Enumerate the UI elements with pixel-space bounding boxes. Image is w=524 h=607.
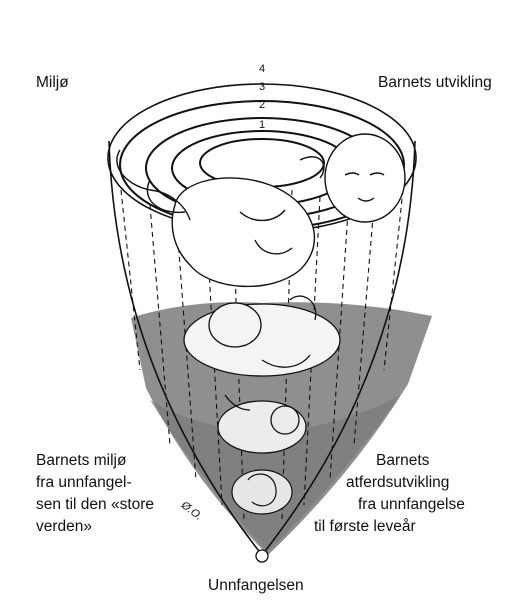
ring-number-1: 1 bbox=[259, 119, 265, 131]
behavior-desc-line-4: til første leveår bbox=[314, 516, 494, 538]
zygote bbox=[256, 550, 268, 562]
env-desc-line-1: Barnets miljø bbox=[36, 450, 154, 472]
ring-number-labels: 4 3 2 1 bbox=[259, 63, 265, 131]
label-environment: Miljø bbox=[36, 72, 69, 94]
label-behavior-description: Barnets atferdsutvikling fra unnfangelse… bbox=[314, 450, 494, 538]
behavior-desc-line-1: Barnets bbox=[314, 450, 494, 472]
label-environment-description: Barnets miljø fra unnfangel- sen til den… bbox=[36, 450, 154, 538]
ring-number-4: 4 bbox=[259, 63, 265, 75]
env-desc-line-2: fra unnfangel- bbox=[36, 472, 154, 494]
ring-number-2: 2 bbox=[259, 99, 265, 111]
label-conception: Unnfangelsen bbox=[208, 575, 304, 597]
env-desc-line-3: sen til den «store bbox=[36, 494, 154, 516]
env-desc-line-4: verden» bbox=[36, 516, 154, 538]
embryo bbox=[232, 470, 292, 514]
label-child-development: Barnets utvikling bbox=[378, 72, 492, 94]
ring-number-3: 3 bbox=[259, 81, 265, 93]
behavior-desc-line-2: atferdsutvikling bbox=[314, 472, 494, 494]
behavior-desc-line-3: fra unnfangelse bbox=[314, 494, 494, 516]
